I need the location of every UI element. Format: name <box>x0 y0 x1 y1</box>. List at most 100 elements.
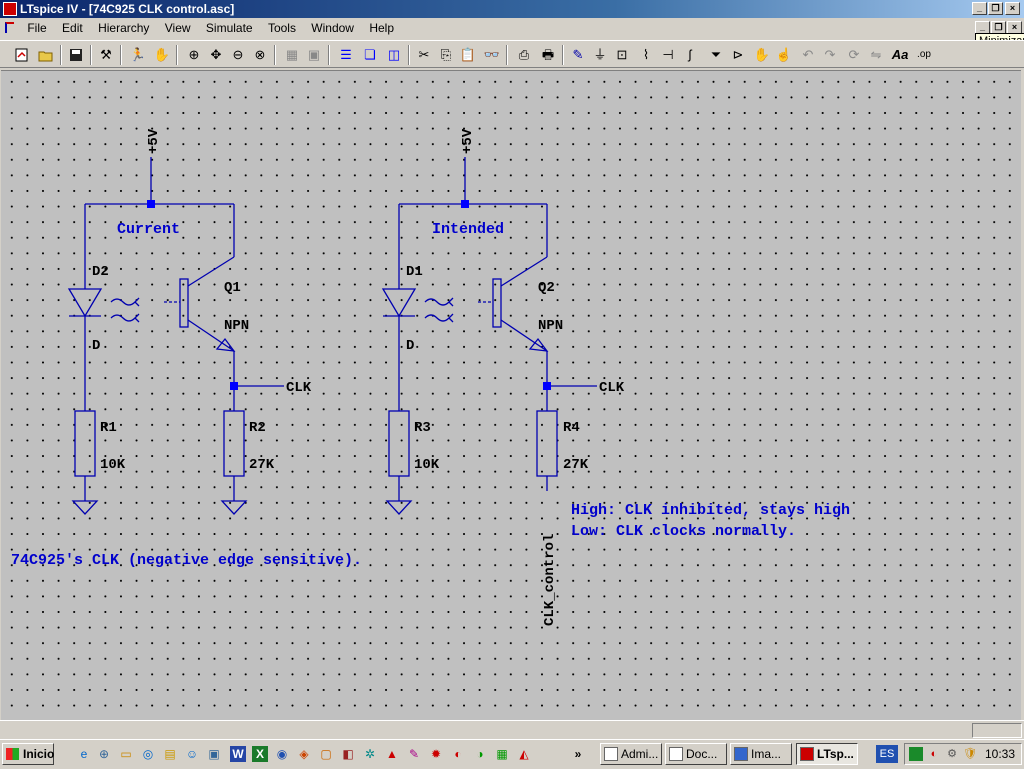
app-icon[interactable]: ◭ <box>519 747 529 761</box>
run-icon[interactable]: 🏃 <box>129 47 147 62</box>
zoom-in-icon[interactable]: ⊕ <box>188 47 200 62</box>
r1-name[interactable]: R1 <box>100 420 117 436</box>
led-d1[interactable] <box>381 288 454 323</box>
note-main[interactable]: 74C925's CLK (negative edge sensitive). <box>11 552 362 569</box>
led-d2[interactable] <box>67 288 140 323</box>
resistor-r4[interactable] <box>536 410 558 477</box>
app-icon[interactable]: ▣ <box>208 747 220 761</box>
r4-name[interactable]: R4 <box>563 420 580 436</box>
d2-value[interactable]: D <box>92 338 100 354</box>
menu-window[interactable]: Window <box>311 21 354 35</box>
tray-security-icon[interactable]: 🛡 <box>963 748 977 760</box>
find-icon[interactable]: 👓 <box>483 47 501 62</box>
component-icon[interactable]: ⊳ <box>732 47 744 62</box>
menu-file[interactable]: File <box>27 21 47 35</box>
acrobat-icon[interactable]: ▲ <box>386 747 398 761</box>
ground-symbol[interactable] <box>71 500 99 515</box>
cascade-icon[interactable]: ❏ <box>364 47 376 62</box>
net-label-clk-control[interactable]: CLK_control <box>542 534 558 626</box>
undo-icon[interactable]: ↶ <box>802 47 814 62</box>
text-icon[interactable]: Aa <box>891 47 909 62</box>
explorer-icon[interactable]: ▤ <box>164 747 176 761</box>
new-schematic-icon[interactable] <box>12 45 32 65</box>
menu-view[interactable]: View <box>164 21 191 35</box>
halt-icon[interactable]: ✋ <box>153 47 171 62</box>
drag-icon[interactable]: ☝ <box>775 47 793 62</box>
print-setup-icon[interactable]: ⎙ <box>518 47 530 62</box>
print-icon[interactable]: 🖶 <box>541 47 555 62</box>
tile-vertical-icon[interactable]: ◫ <box>387 47 401 62</box>
menu-hierarchy[interactable]: Hierarchy <box>98 21 150 35</box>
phototransistor-q2[interactable] <box>478 256 549 352</box>
task-ltspice[interactable]: LTsp... <box>796 743 858 765</box>
r2-name[interactable]: R2 <box>249 420 266 436</box>
d1-name[interactable]: D1 <box>406 264 423 280</box>
tray-settings-icon[interactable]: ⚙ <box>947 748 957 760</box>
inductor-icon[interactable]: ʃ <box>688 47 692 62</box>
quicklaunch-overflow-icon[interactable]: » <box>574 747 582 761</box>
ground-symbol[interactable] <box>220 500 248 515</box>
move-icon[interactable]: ✋ <box>753 47 771 62</box>
open-icon[interactable] <box>36 45 56 65</box>
mirror-icon[interactable]: ⇋ <box>870 47 882 62</box>
r2-value[interactable]: 27K <box>249 457 275 473</box>
net-label-clk-right[interactable]: CLK <box>599 380 625 396</box>
q2-name[interactable]: Q2 <box>538 280 555 296</box>
section-label-current[interactable]: Current <box>117 221 180 238</box>
tray-ltspice-icon[interactable]: ◐ <box>930 748 938 760</box>
note-low[interactable]: Low: CLK clocks normally. <box>571 523 796 540</box>
draw-wire-icon[interactable]: ✎ <box>572 47 584 62</box>
spice-directive-icon[interactable]: .op <box>917 49 931 60</box>
paint-icon[interactable]: ✎ <box>408 747 420 761</box>
save-icon[interactable] <box>66 45 86 65</box>
fit-icon[interactable]: ▣ <box>307 47 321 62</box>
clock[interactable]: 10:33 <box>984 747 1015 761</box>
r1-value[interactable]: 10K <box>100 457 126 473</box>
document-restore-button[interactable]: ❐ <box>991 21 1006 34</box>
task-images[interactable]: Ima... <box>730 743 792 765</box>
diode-icon[interactable]: ⏷ <box>710 47 722 62</box>
word-icon[interactable]: W <box>230 746 246 762</box>
pan-icon[interactable]: ✥ <box>210 47 222 62</box>
powerpoint-icon[interactable]: ▢ <box>320 747 332 761</box>
calculator-icon[interactable]: ▦ <box>496 747 508 761</box>
task-admin[interactable]: Admi... <box>600 743 662 765</box>
d1-value[interactable]: D <box>406 338 414 354</box>
resistor-icon[interactable]: ⌇ <box>642 47 650 62</box>
access-icon[interactable]: ◧ <box>342 747 354 761</box>
tray-app-icon[interactable] <box>909 747 923 761</box>
ltspice-app-icon[interactable] <box>3 2 17 16</box>
app-icon[interactable]: ◉ <box>276 747 288 761</box>
app-icon[interactable]: ✹ <box>430 747 442 761</box>
r3-value[interactable]: 10K <box>414 457 440 473</box>
note-high[interactable]: High: CLK inhibited, stays high <box>571 502 850 519</box>
r4-value[interactable]: 27K <box>563 457 589 473</box>
schematic-canvas[interactable]: +5V +5V Current Intended D2 D D1 D Q1 NP… <box>1 70 1021 721</box>
supply-label-right[interactable]: +5V <box>460 128 476 154</box>
resistor-r1[interactable] <box>74 410 96 477</box>
q1-type[interactable]: NPN <box>224 318 249 334</box>
ground-icon[interactable]: ⏚ <box>593 47 607 62</box>
app-icon[interactable]: ◈ <box>299 747 309 761</box>
section-label-intended[interactable]: Intended <box>432 221 504 238</box>
zoom-cancel-icon[interactable]: ⊗ <box>254 47 266 62</box>
minimize-button[interactable]: _ <box>972 2 987 15</box>
task-documents[interactable]: Doc... <box>665 743 727 765</box>
supply-label-left[interactable]: +5V <box>146 128 162 154</box>
cut-icon[interactable]: ✂ <box>418 47 430 62</box>
ground-symbol[interactable] <box>385 500 413 515</box>
capacitor-icon[interactable]: ⊣ <box>662 47 674 62</box>
network-icon[interactable]: ⊕ <box>98 747 110 761</box>
messenger-icon[interactable]: ☺ <box>185 747 199 761</box>
menu-tools[interactable]: Tools <box>267 21 296 35</box>
paste-icon[interactable]: 📋 <box>459 47 477 62</box>
ltspice-quicklaunch-icon[interactable]: ◐ <box>454 747 462 761</box>
phototransistor-q1[interactable] <box>164 256 236 352</box>
rotate-icon[interactable]: ⟳ <box>848 47 860 62</box>
zoom-out-icon[interactable]: ⊖ <box>232 47 244 62</box>
control-panel-icon[interactable]: ⚒ <box>100 47 112 62</box>
q1-name[interactable]: Q1 <box>224 280 241 296</box>
excel-icon[interactable]: X <box>252 746 268 762</box>
resistor-r3[interactable] <box>388 410 410 477</box>
document-icon[interactable] <box>0 18 18 36</box>
